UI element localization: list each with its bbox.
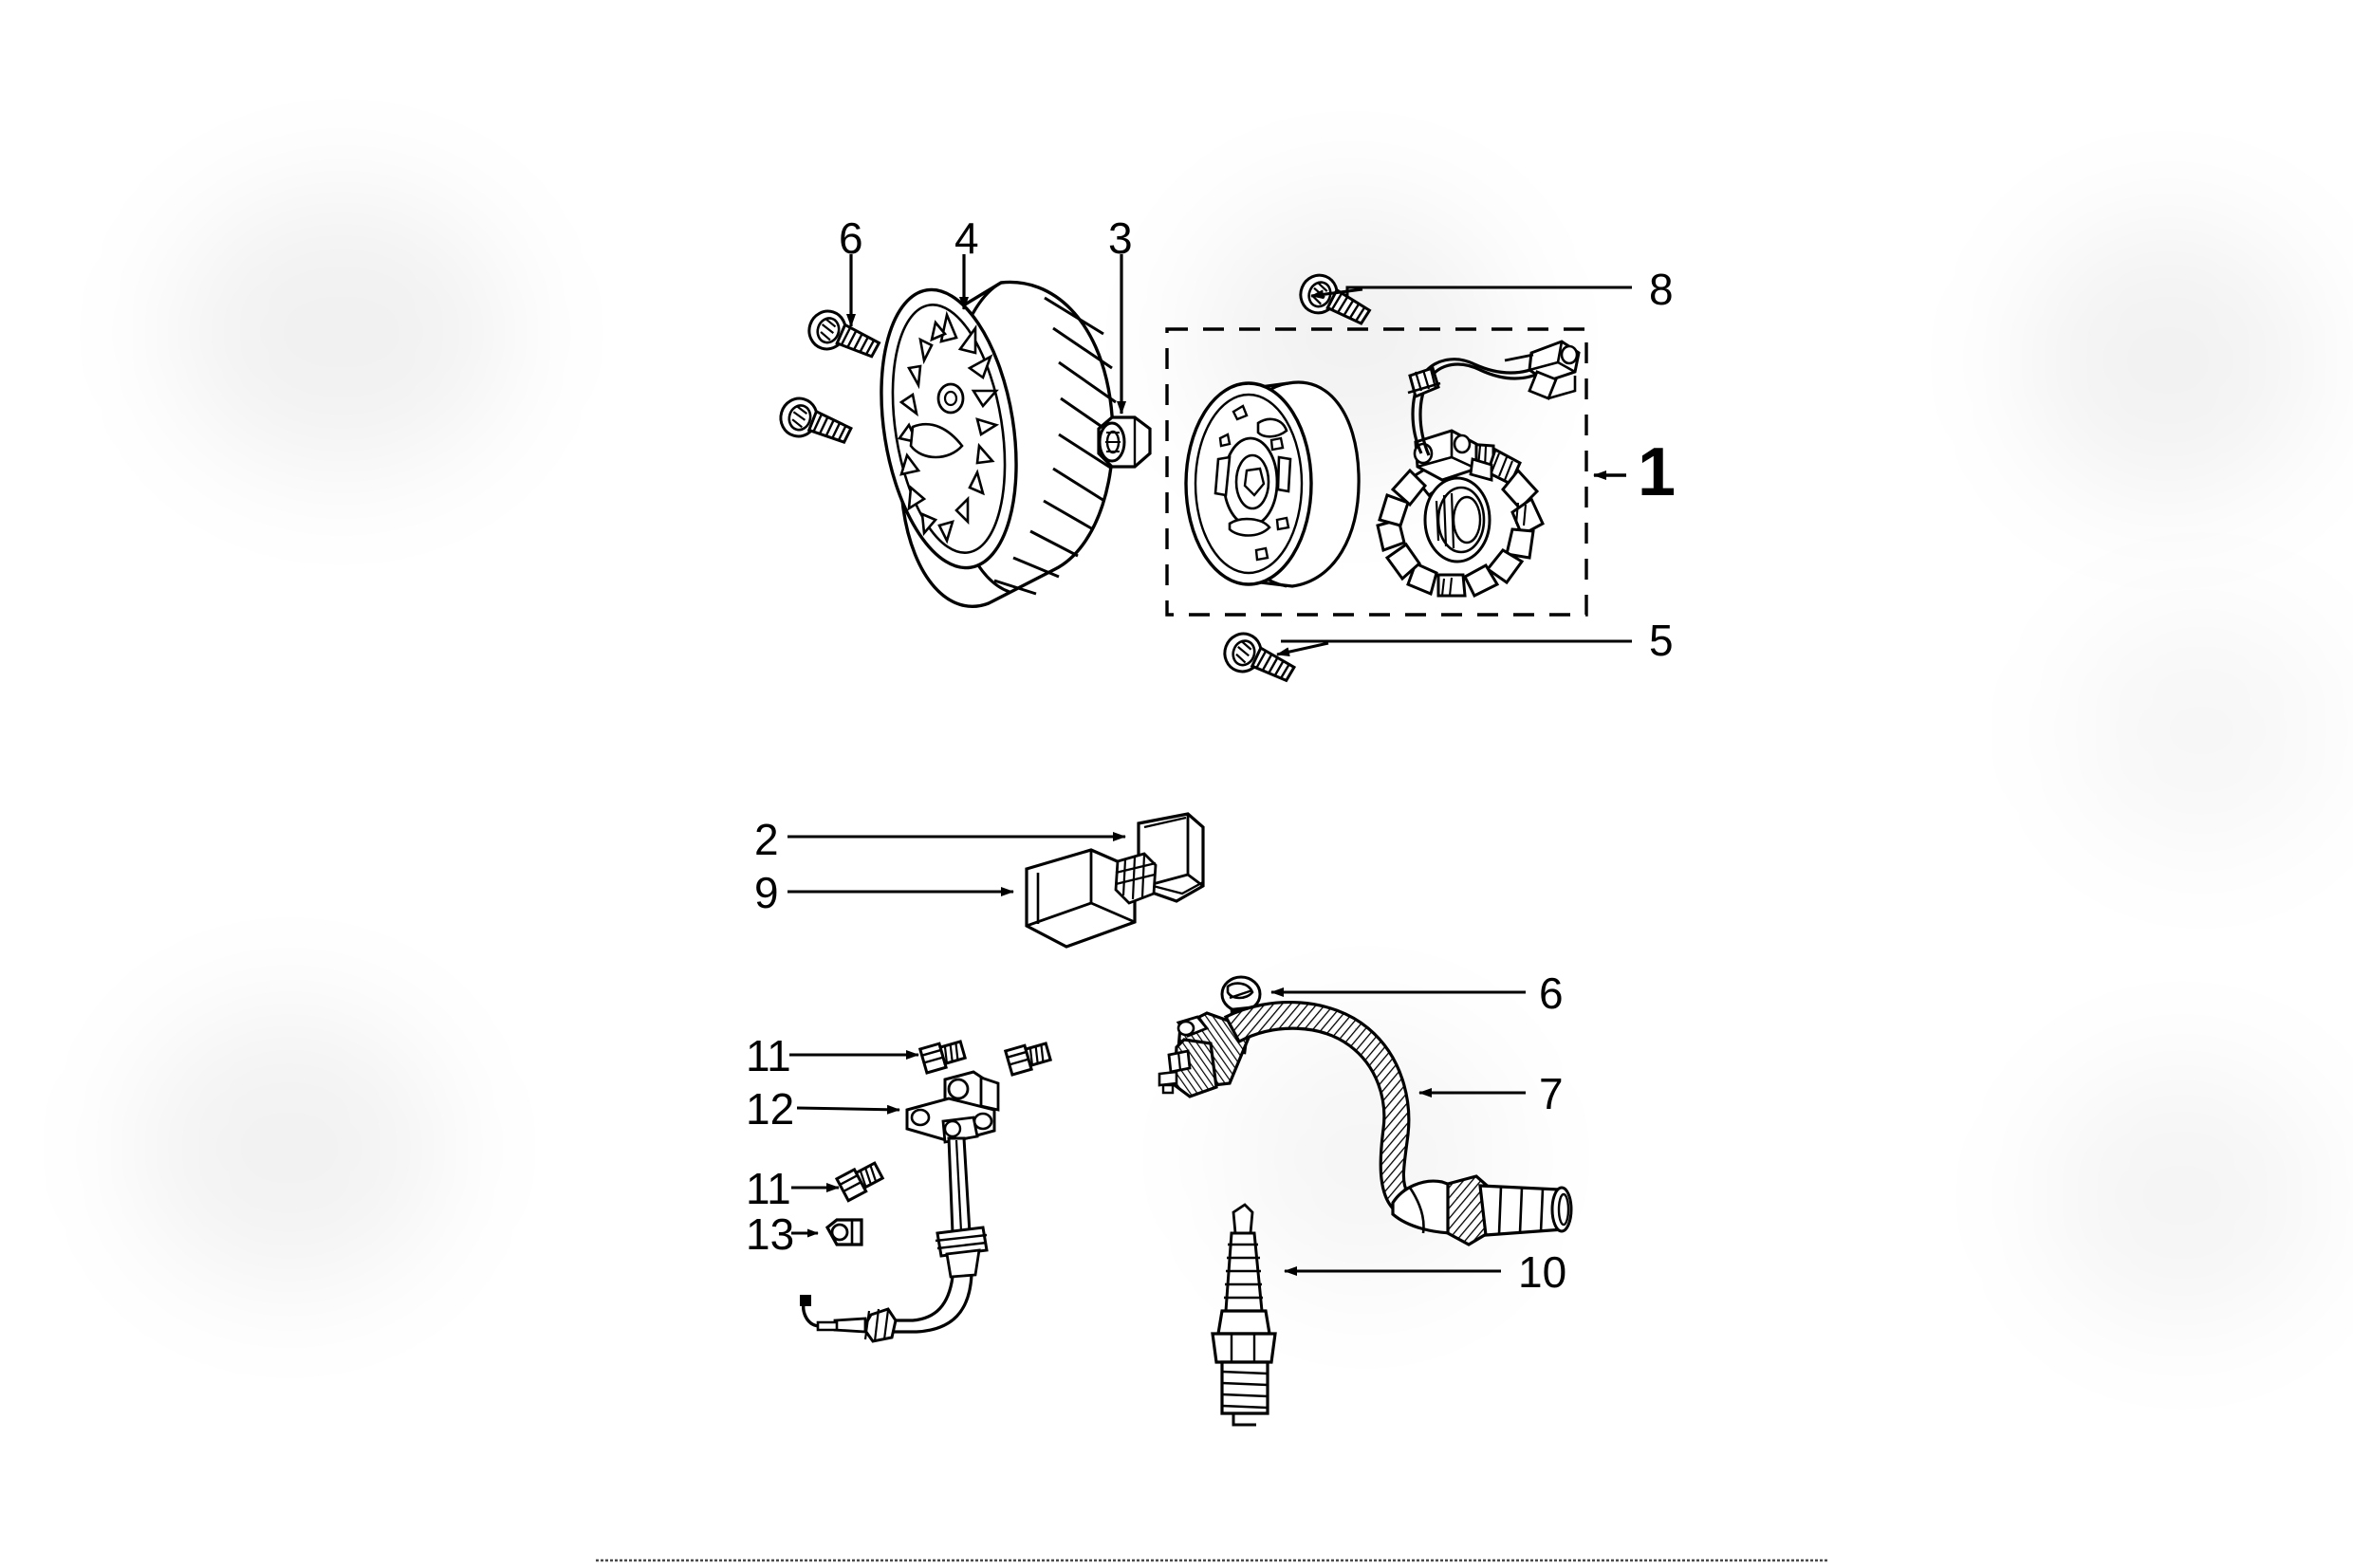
- callout-number-13: 13: [746, 1209, 795, 1259]
- pickup-screw-lower: [835, 1158, 886, 1203]
- harness-connector: [1504, 340, 1581, 400]
- callout-number-7: 7: [1539, 1069, 1564, 1118]
- callout-number-8: 8: [1649, 265, 1674, 314]
- flange-bolt-upper: [803, 304, 885, 366]
- callout-number-1: 1: [1638, 434, 1677, 510]
- flywheel-rotor: [1184, 380, 1361, 588]
- flange-bolt-lower: [774, 393, 857, 452]
- callout-number-11-upper: 11: [746, 1031, 791, 1080]
- callout-number-4: 4: [954, 213, 979, 263]
- callout-number-9: 9: [754, 868, 779, 917]
- pickup-screw-upper: [918, 1036, 968, 1075]
- pickup-screw-second: [1004, 1038, 1053, 1077]
- stator-assembly: [1376, 340, 1581, 599]
- cdi-unit: [1025, 848, 1158, 949]
- stator-pickup-coil: [1413, 429, 1493, 482]
- callout-number-6-lower: 6: [1539, 968, 1564, 1018]
- callout-number-12: 12: [746, 1084, 795, 1134]
- flange-nut: [1097, 415, 1152, 469]
- callout-number-10: 10: [1518, 1247, 1567, 1297]
- pickup-lead-connector: [800, 1295, 898, 1343]
- ignition-coil: [1158, 1001, 1573, 1246]
- cooling-fan: [880, 280, 1117, 608]
- leader-line-12: [796, 1104, 900, 1115]
- pickup-coil-bracket: [800, 1070, 1000, 1343]
- callout-number-2: 2: [754, 815, 779, 864]
- stator-screw: [1293, 267, 1377, 334]
- leader-line-8: [1345, 286, 1632, 296]
- stator-harness: [1411, 358, 1544, 454]
- group-box-1: [1165, 327, 1588, 617]
- callout-number-11-lower: 11: [746, 1164, 791, 1213]
- callout-number-6-upper: 6: [839, 213, 863, 263]
- pickup-bolt: [1217, 627, 1301, 691]
- callout-number-3: 3: [1108, 213, 1133, 263]
- spark-plug: [1211, 1203, 1277, 1427]
- harness-grommet: [1407, 366, 1441, 399]
- cdi-connector: [1114, 852, 1158, 905]
- cable-clip: [824, 1218, 863, 1246]
- callout-number-5: 5: [1649, 616, 1674, 665]
- leader-arrow-5: [1276, 641, 1329, 657]
- leader-arrow-8: [1310, 287, 1363, 300]
